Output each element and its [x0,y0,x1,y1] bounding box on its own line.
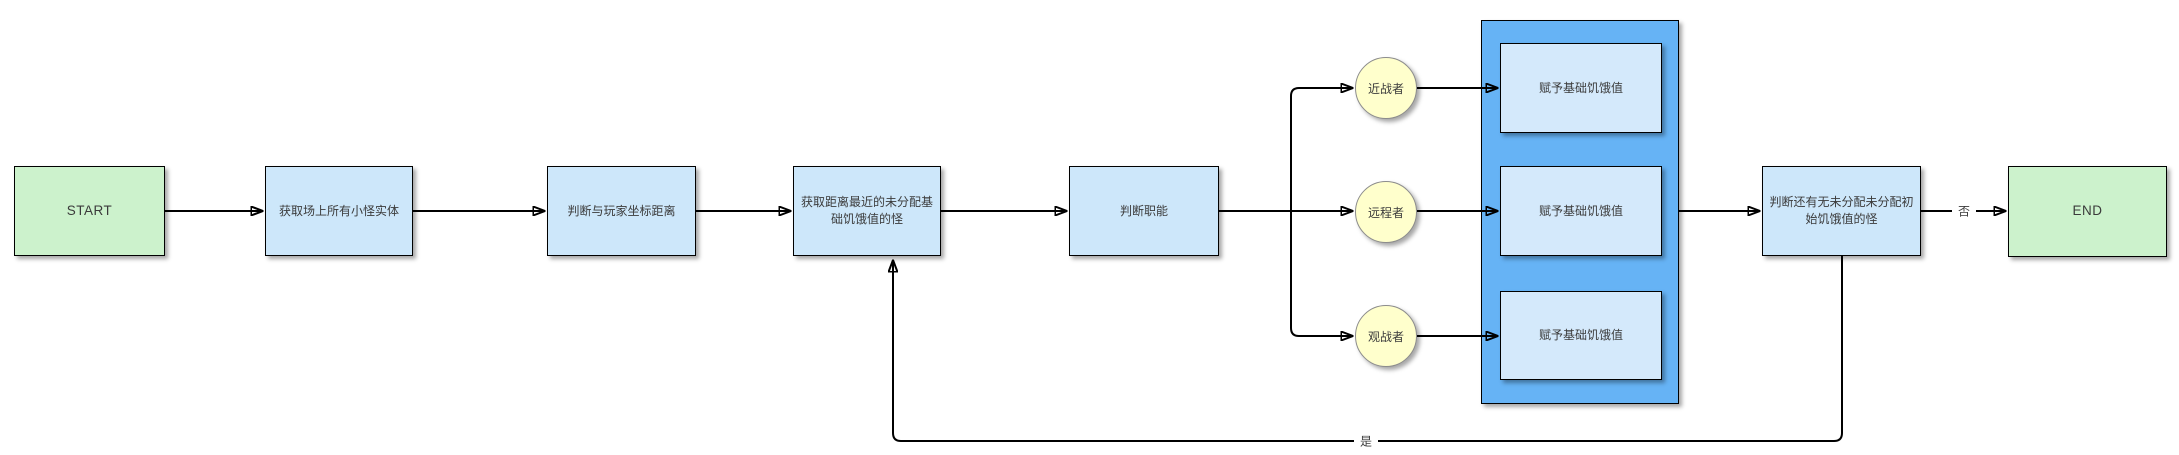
node-judge-role: 判断职能 [1069,166,1219,256]
node-assign-ranged: 赋予基础饥饿值 [1500,166,1662,256]
node-assign-spectator: 赋予基础饥饿值 [1500,291,1662,380]
node-melee-circle: 近战者 [1355,57,1417,119]
node-end: END [2008,166,2167,257]
node-start: START [14,166,165,256]
node-get-nearest: 获取距离最近的未分配基础饥饿值的怪 [793,166,941,256]
node-ranged-circle: 远程者 [1355,181,1417,243]
edge-branch-to-melee [1290,88,1353,211]
node-get-monsters: 获取场上所有小怪实体 [265,166,413,256]
node-judge-distance: 判断与玩家坐标距离 [547,166,696,256]
node-assign-melee: 赋予基础饥饿值 [1500,43,1662,133]
edge-label-yes: 是 [1353,432,1379,450]
node-judge-remaining: 判断还有无未分配未分配初始饥饿值的怪 [1762,166,1921,256]
edge-label-no: 否 [1951,202,1977,220]
edge-branch-to-spectator [1290,211,1353,336]
node-spectator-circle: 观战者 [1355,305,1417,367]
